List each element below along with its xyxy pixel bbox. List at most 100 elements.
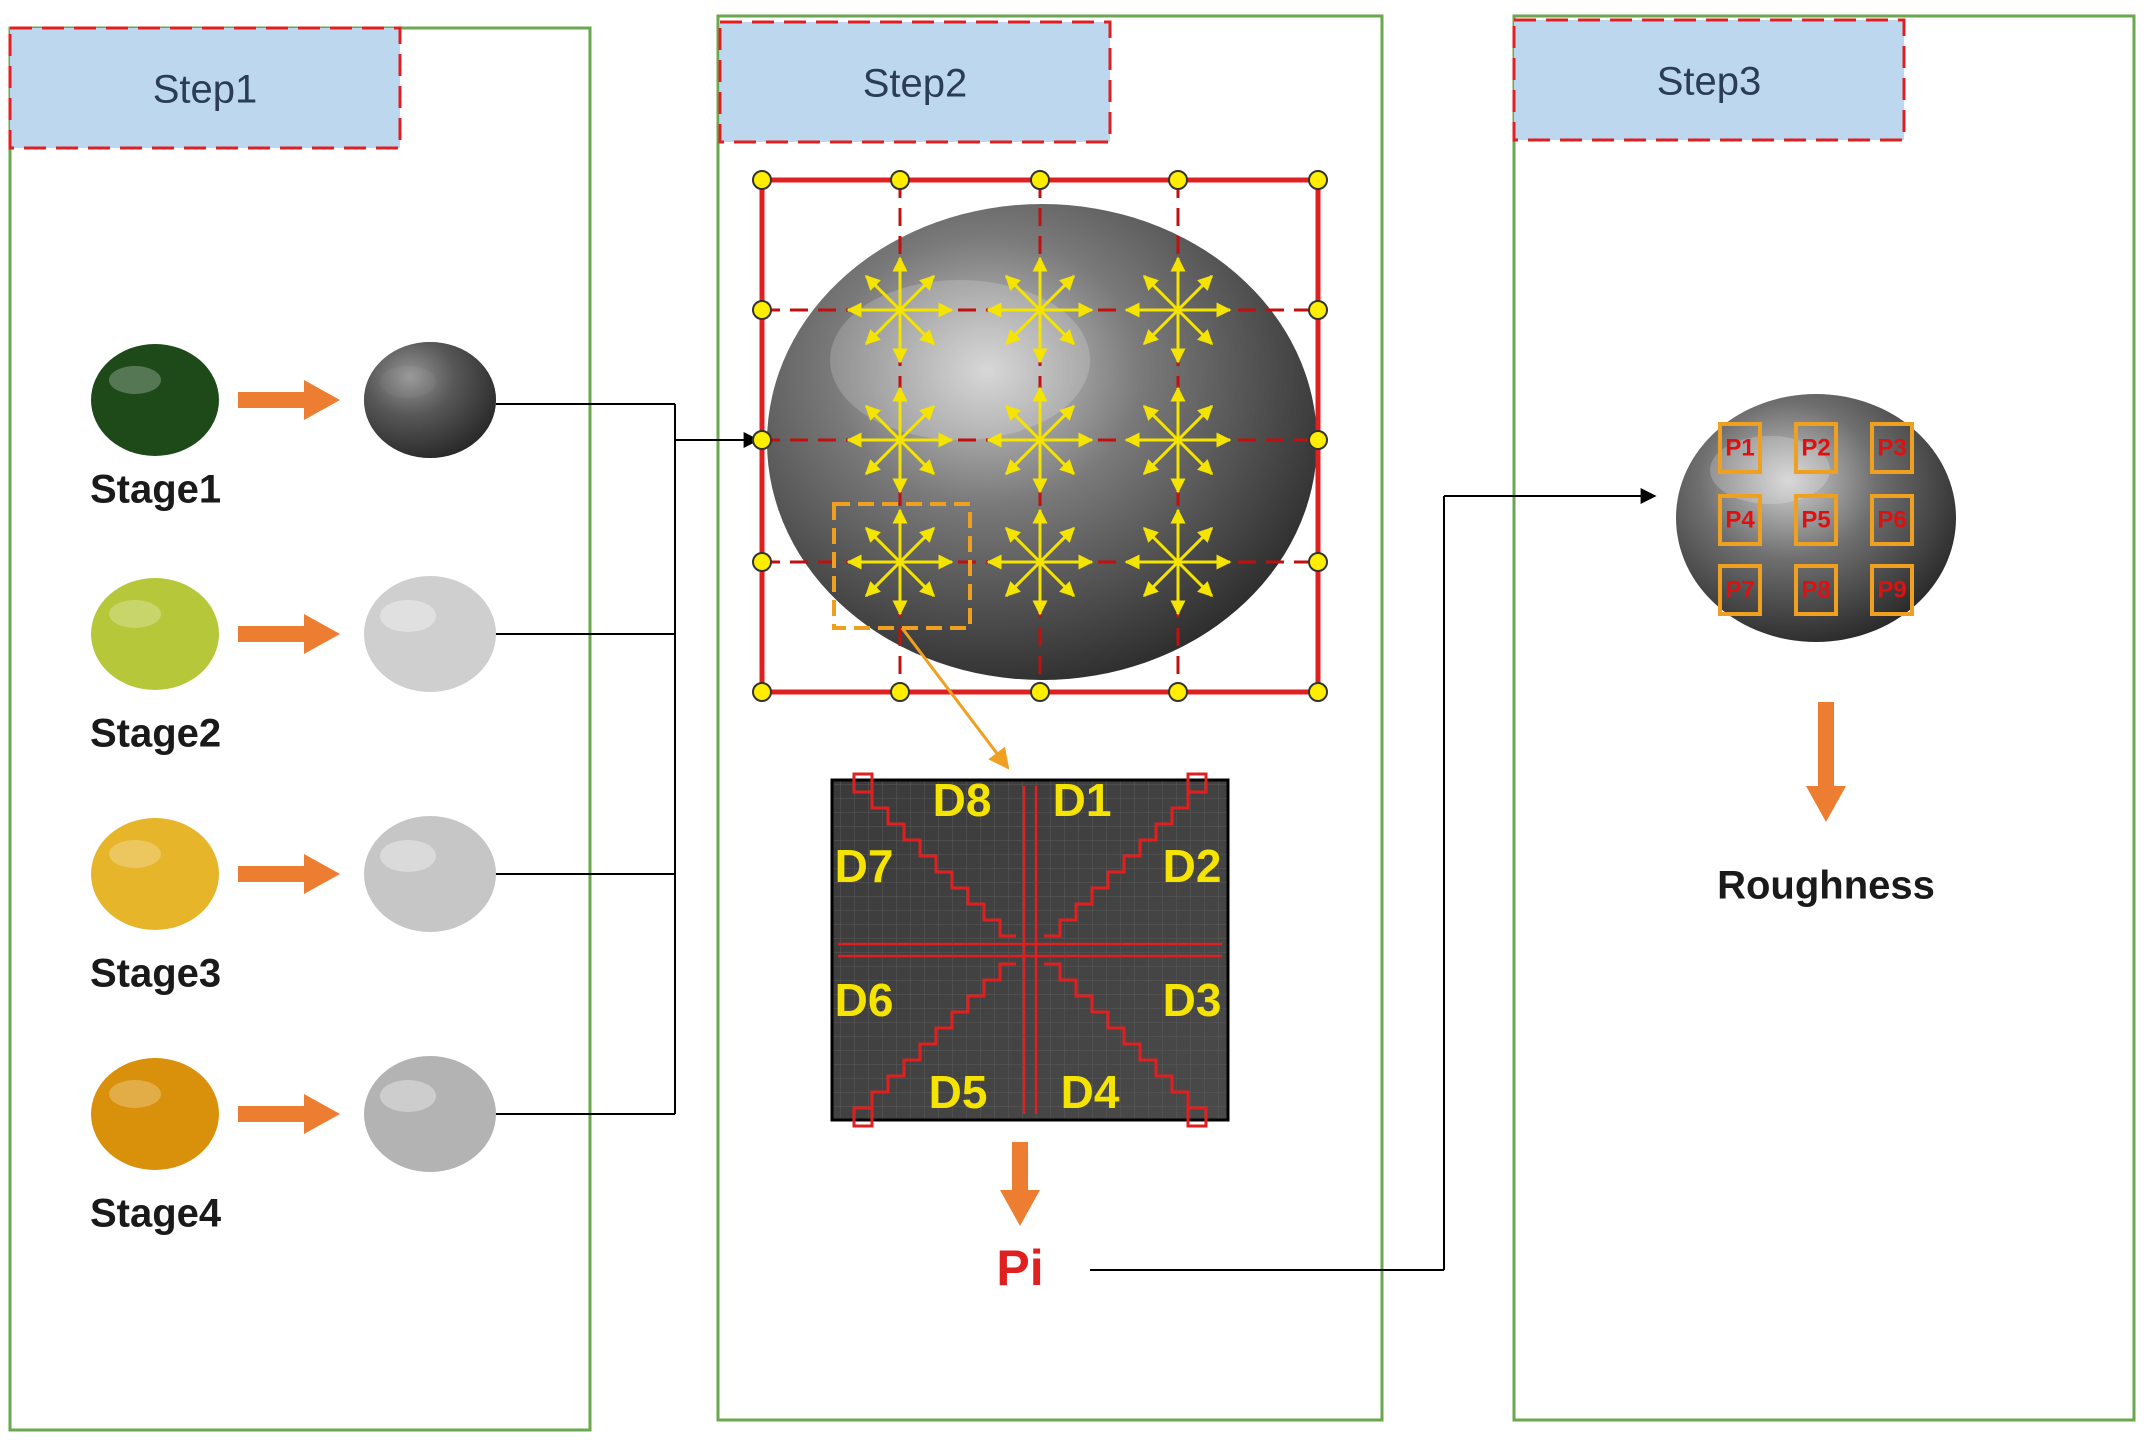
orange-arrow-icon-shaft xyxy=(1012,1142,1028,1190)
direction-vector xyxy=(864,274,902,312)
patch-label-p5: P5 xyxy=(1801,506,1830,533)
grid-node xyxy=(1030,682,1050,702)
gray-fruit-body xyxy=(364,816,496,932)
direction-vectors-icon xyxy=(1124,508,1232,616)
step2-panel xyxy=(716,14,1384,1422)
direction-vector xyxy=(1004,274,1042,312)
grid-node xyxy=(890,170,910,190)
fruit-highlight xyxy=(109,840,161,868)
step3-label: Step3 xyxy=(1657,60,1762,104)
orange-arrow-icon-shaft xyxy=(238,866,304,882)
orange-arrow-icon-shaft xyxy=(238,392,304,408)
staircase-diagonal xyxy=(870,962,1016,1108)
fruit-body xyxy=(91,578,219,690)
direction-vector xyxy=(1142,274,1180,312)
patch-label-p1: P1 xyxy=(1725,434,1754,461)
gray-fruit-body xyxy=(364,576,496,692)
fruit-body xyxy=(91,1058,219,1170)
stage-label: Stage1 xyxy=(90,468,221,512)
orange-arrow-icon-head xyxy=(304,1094,340,1134)
direction-vector xyxy=(1004,526,1042,564)
direction-vectors-icon xyxy=(986,508,1094,616)
grayscale-fruit-icon xyxy=(364,342,496,458)
zoom-panel-border xyxy=(830,778,1230,1122)
patch-box xyxy=(1794,564,1838,616)
direction-vector xyxy=(1004,560,1042,598)
patch-box xyxy=(1870,422,1914,474)
direction-vector xyxy=(898,308,936,346)
fruit-photo-icon xyxy=(91,1058,219,1170)
direction-label-d8: D8 xyxy=(933,774,992,826)
direction-vectors-icon xyxy=(846,508,954,616)
patch-box xyxy=(1718,564,1762,616)
fruit-photo-icon xyxy=(91,818,219,930)
patch-box xyxy=(1794,422,1838,474)
fruit-highlight xyxy=(109,1080,161,1108)
direction-vector xyxy=(898,560,936,598)
orange-arrow-icon-head xyxy=(1000,1190,1040,1226)
step3-fruit-highlight xyxy=(1710,436,1830,504)
gray-fruit-shade xyxy=(364,342,496,458)
step2-label-box xyxy=(718,20,1112,144)
orange-arrow-icon xyxy=(238,1094,340,1134)
orange-arrow-icon-shaft xyxy=(1818,702,1834,786)
patch-label-p8: P8 xyxy=(1801,576,1830,603)
direction-vector xyxy=(864,560,902,598)
direction-vector xyxy=(1176,526,1214,564)
direction-vector xyxy=(864,438,902,476)
orange-arrow-icon-shaft xyxy=(238,626,304,642)
grid-node xyxy=(752,170,772,190)
direction-label-d6: D6 xyxy=(835,974,894,1026)
patch-box xyxy=(1794,494,1838,546)
step1-label-box xyxy=(8,26,402,150)
stage-label: Stage2 xyxy=(90,712,221,756)
grid-node xyxy=(1308,552,1328,572)
direction-vector xyxy=(1038,526,1076,564)
grid-node xyxy=(1168,682,1188,702)
grid-node xyxy=(752,682,772,702)
step3-panel xyxy=(1512,14,2136,1422)
direction-vectors-icon xyxy=(1124,256,1232,364)
grid-node xyxy=(1308,300,1328,320)
staircase-end xyxy=(1186,772,1208,794)
grid-node xyxy=(1308,430,1328,450)
big-fruit-highlight xyxy=(830,280,1090,440)
direction-vector xyxy=(1142,404,1180,442)
direction-vector xyxy=(898,274,936,312)
direction-vector xyxy=(1176,308,1214,346)
staircase-diagonal xyxy=(1044,962,1190,1108)
zoom-pointer-arrow xyxy=(900,627,1010,770)
direction-vector xyxy=(1176,404,1214,442)
direction-label-d5: D5 xyxy=(929,1066,988,1118)
direction-vector xyxy=(1038,404,1076,442)
patch-label-p7: P7 xyxy=(1725,576,1754,603)
patch-box xyxy=(1718,422,1762,474)
patch-label-p6: P6 xyxy=(1877,506,1906,533)
direction-vector xyxy=(898,404,936,442)
direction-vector xyxy=(898,526,936,564)
fruit-highlight xyxy=(109,600,161,628)
patch-box xyxy=(1870,494,1914,546)
direction-label-d2: D2 xyxy=(1163,840,1222,892)
step2-label: Step2 xyxy=(863,62,968,106)
roughness-label: Roughness xyxy=(1717,864,1935,908)
patch-box xyxy=(1718,494,1762,546)
direction-vectors-icon xyxy=(986,256,1094,364)
stage-label: Stage4 xyxy=(90,1192,222,1236)
patch-box xyxy=(1870,564,1914,616)
patch-label-p4: P4 xyxy=(1725,506,1755,533)
direction-vector xyxy=(864,526,902,564)
gray-fruit-highlight xyxy=(380,840,436,872)
fruit-highlight xyxy=(109,366,161,394)
direction-vectors-icon xyxy=(986,386,1094,494)
direction-vector xyxy=(1038,308,1076,346)
orange-arrow-icon xyxy=(238,614,340,654)
direction-vector xyxy=(1004,438,1042,476)
orange-arrow-icon-head xyxy=(1806,786,1846,822)
staircase-diagonal xyxy=(870,792,1016,938)
staircase-diagonal xyxy=(1044,792,1190,938)
gray-fruit-body xyxy=(364,1056,496,1172)
patch-label-p2: P2 xyxy=(1801,434,1830,461)
